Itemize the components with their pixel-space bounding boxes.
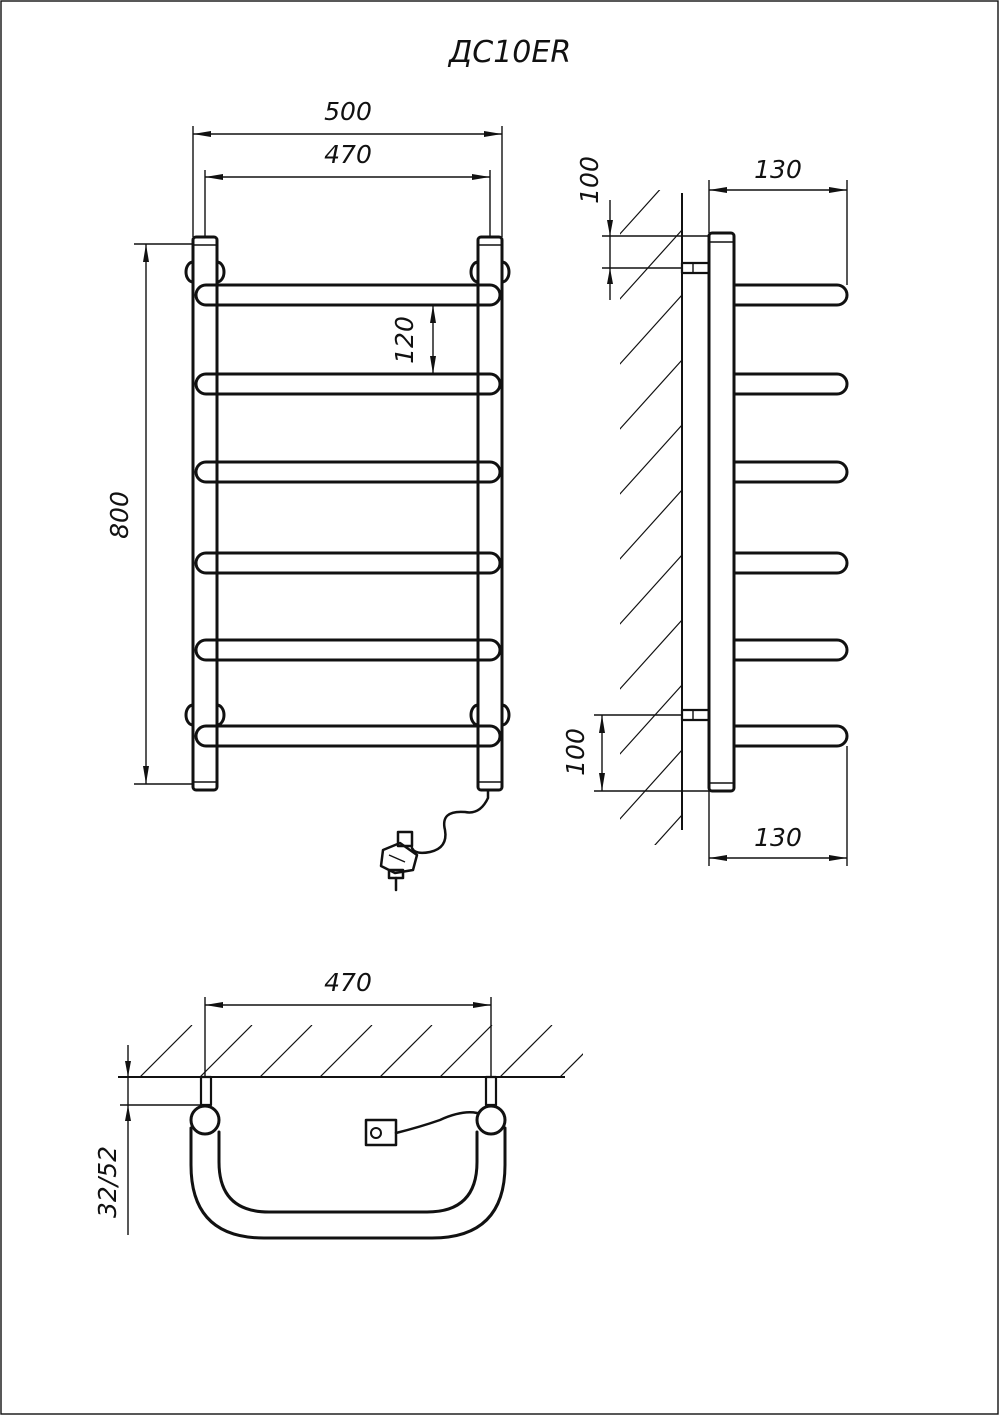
- dimension-side-top-offset: 100: [575, 156, 709, 300]
- dimension-bar-spacing: 120: [390, 305, 436, 374]
- dimension-plan-wall-distance: 32/52: [93, 1045, 205, 1235]
- dimension-side-depth-top: 130: [708, 155, 848, 285]
- plan-bracket-right: [484, 1075, 498, 1107]
- front-bar-4: [194, 551, 502, 575]
- dim-label-800: 800: [105, 491, 134, 539]
- side-bar-2: [732, 372, 849, 396]
- side-bar-5: [732, 638, 849, 662]
- side-wall-hatching: [620, 190, 682, 845]
- bracket-right-bottom: [469, 703, 480, 727]
- plan-bar-inner: [217, 1130, 479, 1214]
- drawing-title: ДС10ER: [447, 35, 571, 70]
- dim-label-500: 500: [324, 97, 372, 126]
- side-bar-6: [732, 724, 849, 748]
- front-view: 500 470 120 800: [105, 97, 511, 892]
- dim-label-130-top: 130: [754, 155, 802, 184]
- dim-label-100-top: 100: [575, 156, 604, 204]
- dimension-overall-height: 800: [105, 243, 193, 785]
- plan-view: 470 32/52: [93, 968, 583, 1240]
- dim-label-120: 120: [390, 316, 419, 364]
- side-view: 100 100 130 130: [561, 155, 849, 866]
- side-bar-4: [732, 551, 849, 575]
- right-upright-pipe: [476, 235, 504, 792]
- dim-label-100-bottom: 100: [561, 728, 590, 776]
- power-plug-icon: [379, 830, 419, 892]
- dim-label-32-52: 32/52: [93, 1146, 122, 1218]
- bracket-right-top: [469, 260, 480, 284]
- plan-wall-hatching: [139, 1025, 583, 1077]
- dimension-side-bottom-offset: 100: [561, 714, 709, 792]
- front-bar-3: [194, 460, 502, 484]
- front-bar-2: [194, 372, 502, 396]
- side-bracket-top: [680, 261, 711, 275]
- plan-bar-outer: [189, 1126, 507, 1240]
- front-bar-1: [194, 283, 502, 307]
- front-bar-6: [194, 724, 502, 748]
- side-bar-1: [732, 283, 849, 307]
- front-bar-5: [194, 638, 502, 662]
- side-bar-3: [732, 460, 849, 484]
- dimension-plan-axis-width: 470: [204, 968, 492, 1077]
- dim-label-470-top: 470: [324, 140, 372, 169]
- dimension-front-axis-width: 470: [204, 140, 491, 237]
- dim-label-130-bottom: 130: [754, 823, 802, 852]
- bracket-left-bottom: [184, 703, 195, 727]
- plan-heater-cable: [394, 1111, 479, 1135]
- side-upright-pipe: [707, 231, 736, 793]
- dimension-side-depth-bottom: 130: [708, 746, 848, 866]
- plan-pipe-right: [475, 1104, 507, 1136]
- side-bracket-bottom: [680, 708, 711, 722]
- bracket-left-top: [184, 260, 195, 284]
- plan-bracket-left: [199, 1075, 213, 1107]
- plan-pipe-left: [189, 1104, 221, 1136]
- dim-label-470-plan: 470: [324, 968, 372, 997]
- heater-control-icon: [364, 1118, 398, 1147]
- dimension-front-overall-width: 500: [192, 97, 503, 237]
- left-upright-pipe: [191, 235, 219, 792]
- heater-cable: [410, 788, 490, 855]
